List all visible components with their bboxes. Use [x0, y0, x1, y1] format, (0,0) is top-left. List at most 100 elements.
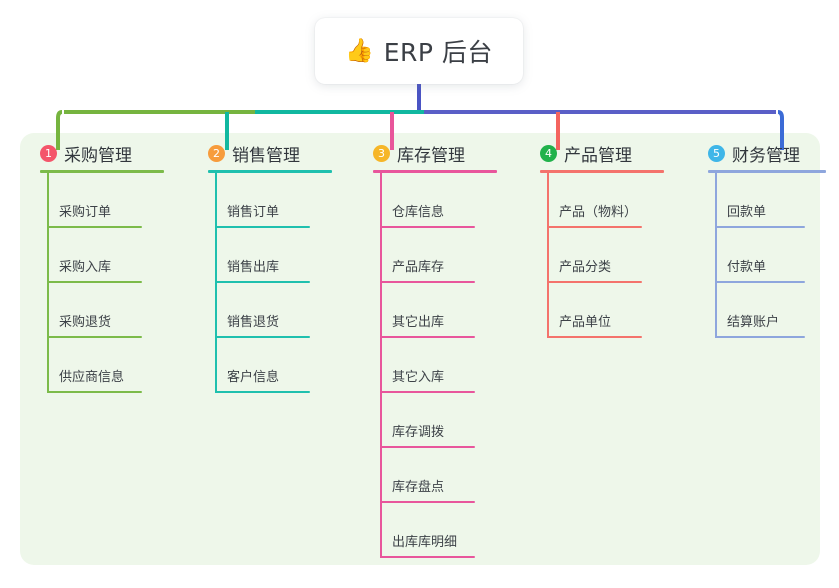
branch-header-3[interactable]: 3 库存管理 [355, 133, 497, 173]
branch-item-label: 采购退货 [59, 315, 112, 330]
branch-badge-5: 5 [708, 144, 725, 162]
list-item[interactable]: 仓库信息 [355, 173, 475, 228]
list-item[interactable]: 其它入库 [355, 338, 475, 393]
branch-item-rule [380, 501, 475, 503]
branch-column-5: 5 财务管理回款单付款单结算账户 [690, 133, 826, 338]
branch-item-label: 供应商信息 [59, 370, 125, 385]
branch-badge-2: 2 [208, 144, 225, 162]
branch-item-label: 仓库信息 [392, 205, 445, 220]
branch-item-label: 结算账户 [727, 315, 780, 330]
list-item[interactable]: 其它出库 [355, 283, 475, 338]
branch-badge-3: 3 [373, 144, 390, 162]
branch-header-rule-5 [708, 170, 826, 173]
branch-spine-5 [715, 173, 717, 338]
branch-item-rule [47, 226, 142, 228]
branch-item-list-5: 回款单付款单结算账户 [690, 173, 805, 338]
list-item[interactable]: 库存盘点 [355, 448, 475, 503]
branch-header-2[interactable]: 2 销售管理 [190, 133, 332, 173]
list-item[interactable]: 产品分类 [522, 228, 642, 283]
list-item[interactable]: 库存调拨 [355, 393, 475, 448]
branch-column-1: 1 采购管理采购订单采购入库采购退货供应商信息 [22, 133, 164, 393]
branch-item-rule [380, 446, 475, 448]
branch-item-rule [215, 281, 310, 283]
branch-spine-1 [47, 173, 49, 393]
branch-header-rule-4 [540, 170, 664, 173]
branch-item-label: 客户信息 [227, 370, 280, 385]
branch-item-label: 出库库明细 [392, 535, 458, 550]
branch-item-rule [380, 336, 475, 338]
root-title: ERP 后台 [383, 38, 493, 67]
branch-item-label: 销售退货 [227, 315, 280, 330]
branch-spine-4 [547, 173, 549, 338]
branch-item-label: 库存调拨 [392, 425, 445, 440]
list-item[interactable]: 采购入库 [22, 228, 142, 283]
list-item[interactable]: 供应商信息 [22, 338, 142, 393]
branch-item-label: 产品库存 [392, 260, 445, 275]
branch-header-rule-1 [40, 170, 164, 173]
branch-badge-1: 1 [40, 144, 57, 162]
list-item[interactable]: 销售退货 [190, 283, 310, 338]
branch-item-label: 采购订单 [59, 205, 112, 220]
list-item[interactable]: 回款单 [690, 173, 805, 228]
branch-spine-2 [215, 173, 217, 393]
branch-item-rule [215, 391, 310, 393]
branch-item-list-4: 产品（物料） 产品分类产品单位 [522, 173, 642, 338]
branch-item-label: 回款单 [727, 205, 767, 220]
branch-columns: 1 采购管理采购订单采购入库采购退货供应商信息 2 销售管理销售订单销售出库销售退货客… [0, 133, 839, 565]
branch-item-label: 库存盘点 [392, 480, 445, 495]
branch-item-label: 其它入库 [392, 370, 445, 385]
branch-title-2: 销售管理 [232, 145, 300, 166]
branch-item-label: 产品分类 [559, 260, 612, 275]
branch-header-4[interactable]: 4 产品管理 [522, 133, 664, 173]
branch-item-rule [47, 281, 142, 283]
branch-item-rule [47, 336, 142, 338]
branch-item-rule [380, 226, 475, 228]
branch-column-4: 4 产品管理产品（物料） 产品分类产品单位 [522, 133, 664, 338]
list-item[interactable]: 产品单位 [522, 283, 642, 338]
branch-badge-4: 4 [540, 144, 557, 162]
list-item[interactable]: 客户信息 [190, 338, 310, 393]
branch-column-3: 3 库存管理仓库信息产品库存其它出库其它入库库存调拨库存盘点出库库明细 [355, 133, 497, 558]
thumbs-up-icon: 👍 [345, 37, 374, 64]
branch-title-4: 产品管理 [564, 145, 632, 166]
branch-item-rule [215, 336, 310, 338]
list-item[interactable]: 销售出库 [190, 228, 310, 283]
branch-item-label: 产品（物料） [559, 205, 638, 220]
root-node[interactable]: 👍 ERP 后台 [315, 18, 523, 84]
list-item[interactable]: 结算账户 [690, 283, 805, 338]
branch-item-rule [380, 391, 475, 393]
list-item[interactable]: 出库库明细 [355, 503, 475, 558]
branch-item-rule [547, 281, 642, 283]
branch-item-rule [380, 556, 475, 558]
branch-item-rule [547, 226, 642, 228]
list-item[interactable]: 产品（物料） [522, 173, 642, 228]
branch-item-list-2: 销售订单销售出库销售退货客户信息 [190, 173, 310, 393]
branch-item-rule [715, 281, 805, 283]
branch-column-2: 2 销售管理销售订单销售出库销售退货客户信息 [190, 133, 332, 393]
branch-item-label: 付款单 [727, 260, 767, 275]
branch-title-1: 采购管理 [64, 145, 132, 166]
branch-item-label: 销售出库 [227, 260, 280, 275]
branch-title-3: 库存管理 [397, 145, 465, 166]
branch-item-rule [547, 336, 642, 338]
branch-header-1[interactable]: 1 采购管理 [22, 133, 164, 173]
list-item[interactable]: 销售订单 [190, 173, 310, 228]
branch-item-rule [715, 226, 805, 228]
branch-item-rule [715, 336, 805, 338]
branch-item-label: 销售订单 [227, 205, 280, 220]
branch-header-rule-2 [208, 170, 332, 173]
branch-spine-3 [380, 173, 382, 558]
branch-item-rule [47, 391, 142, 393]
branch-item-label: 其它出库 [392, 315, 445, 330]
list-item[interactable]: 采购退货 [22, 283, 142, 338]
branch-item-list-1: 采购订单采购入库采购退货供应商信息 [22, 173, 142, 393]
branch-header-5[interactable]: 5 财务管理 [690, 133, 826, 173]
branch-item-rule [215, 226, 310, 228]
diagram-panel [20, 133, 820, 565]
list-item[interactable]: 付款单 [690, 228, 805, 283]
branch-title-5: 财务管理 [732, 145, 800, 166]
list-item[interactable]: 产品库存 [355, 228, 475, 283]
branch-item-rule [380, 281, 475, 283]
branch-header-rule-3 [373, 170, 497, 173]
list-item[interactable]: 采购订单 [22, 173, 142, 228]
